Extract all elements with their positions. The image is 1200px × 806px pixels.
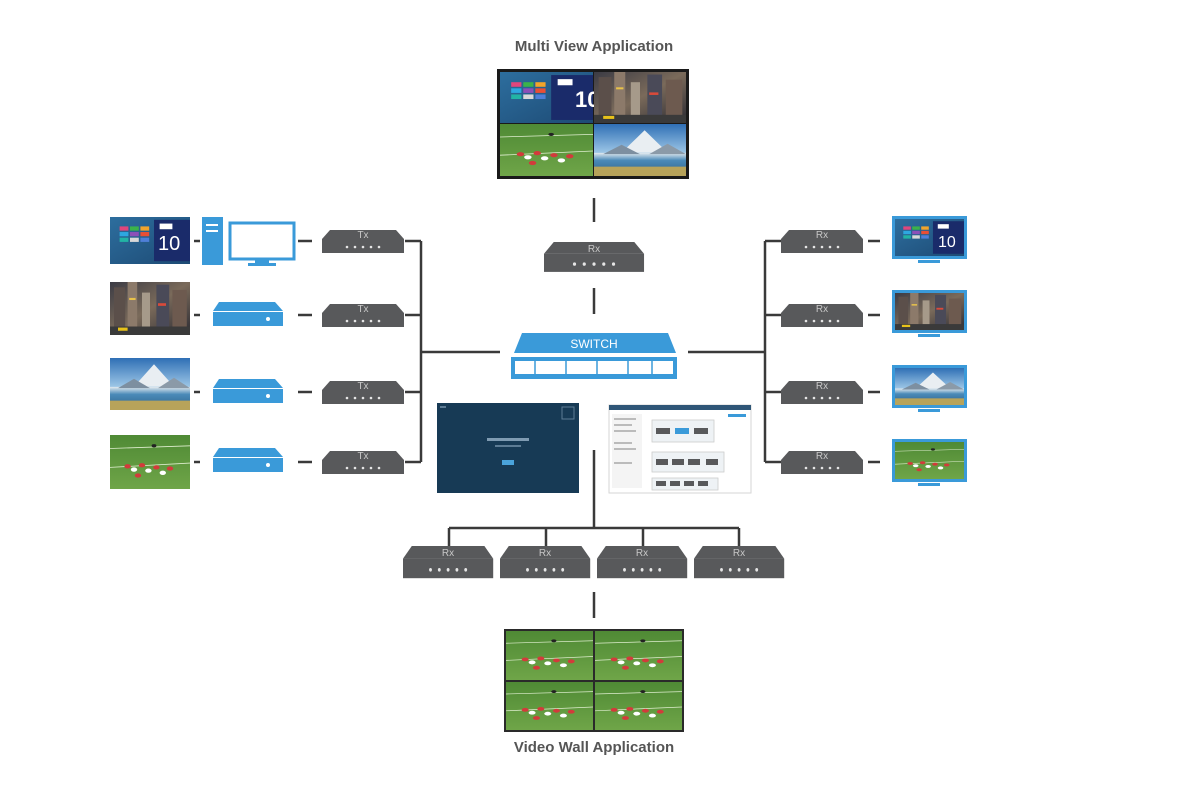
display-football-photo [892,439,967,486]
source-lake-photo [110,358,190,410]
switch-label: SWITCH [570,337,617,351]
display-windows-screen: 10 [892,216,967,263]
network-switch: SWITCH [511,333,677,379]
connection-lines [194,198,880,618]
video-wall-title: Video Wall Application [513,739,675,756]
rx-label: Rx [816,230,828,241]
multi-view-monitor: 10 [497,69,689,179]
source-windows-screen: 10 [110,217,190,264]
rx-label: Rx [636,548,648,559]
source-football-photo [110,435,190,489]
display-lake-photo [892,365,967,412]
tx-label: Tx [357,451,368,462]
media-player-icon [213,302,283,326]
controller-config-screen [608,404,752,494]
controller-login-screen [437,403,579,493]
rx-label: Rx [816,304,828,315]
rx-label: Rx [816,381,828,392]
rx-label: Rx [442,548,454,559]
source-city-photo [110,282,190,335]
media-player-icon [213,448,283,472]
rx-label: Rx [588,244,600,255]
rx-label: Rx [539,548,551,559]
tx-label: Tx [357,381,368,392]
tx-label: Tx [357,304,368,315]
tx-label: Tx [357,230,368,241]
source-tile-number: 10 [158,233,180,255]
display-tile-number: 10 [938,234,956,251]
multi-view-title: Multi View Application [514,38,674,55]
rx-label: Rx [733,548,745,559]
video-wall [504,629,684,732]
desktop-pc-icon [202,217,296,266]
display-city-photo [892,290,967,337]
rx-label: Rx [816,451,828,462]
media-player-icon [213,379,283,403]
